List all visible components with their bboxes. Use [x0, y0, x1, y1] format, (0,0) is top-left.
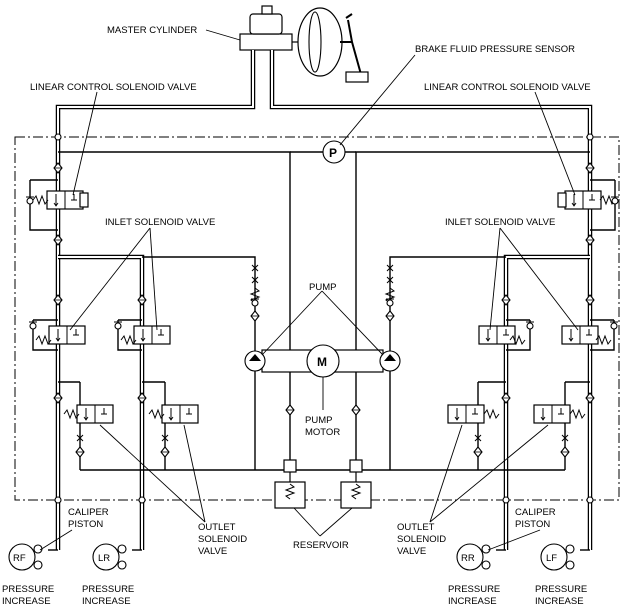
reservoir-left: [274, 459, 306, 509]
label-reservoir: RESERVOIR: [293, 540, 349, 551]
wheel-lf-label: LF: [546, 553, 557, 564]
master-cylinder: [239, 5, 369, 83]
inlet-valves: [28, 294, 619, 351]
pressure-sensor-icon: [322, 140, 346, 164]
module-boundary: [14, 136, 620, 501]
label-linear-valve-left: LINEAR CONTROL SOLENOID VALVE: [30, 82, 197, 93]
inlet-pipes: [58, 254, 590, 550]
label-caliper-left-2: PISTON: [68, 519, 103, 530]
label-pressure-2-b: INCREASE: [82, 596, 131, 607]
label-outlet-left-2: SOLENOID: [198, 534, 247, 545]
label-inlet-right: INLET SOLENOID VALVE: [445, 217, 555, 228]
pump-lines: [58, 256, 590, 471]
sensor-symbol: P: [329, 146, 337, 160]
reservoir-right: [340, 459, 372, 509]
label-outlet-left-1: OUTLET: [198, 522, 236, 533]
linear-valve-left-symbol: [25, 162, 89, 246]
motor-symbol: M: [317, 355, 327, 369]
label-caliper-left-1: CALIPER: [68, 507, 109, 518]
label-pressure-1-b: INCREASE: [2, 596, 51, 607]
label-pressure-1-a: PRESSURE: [2, 584, 54, 595]
label-outlet-right-3: VALVE: [397, 546, 426, 557]
label-master-cylinder: MASTER CYLINDER: [107, 25, 197, 36]
caliper-lf: [540, 543, 590, 571]
caliper-lr: [92, 543, 142, 571]
label-caliper-right-1: CALIPER: [515, 507, 556, 518]
label-linear-valve-right: LINEAR CONTROL SOLENOID VALVE: [424, 82, 591, 93]
label-pressure-sensor: BRAKE FLUID PRESSURE SENSOR: [415, 44, 575, 55]
label-inlet-left: INLET SOLENOID VALVE: [105, 217, 215, 228]
caliper-rf: [8, 543, 58, 571]
label-pressure-2-a: PRESSURE: [82, 584, 134, 595]
leader-lines: [39, 29, 579, 551]
label-pump-motor-1: PUMP: [305, 415, 332, 426]
label-pressure-3-a: PRESSURE: [448, 584, 500, 595]
linear-valve-right-symbol: [557, 162, 620, 246]
label-pressure-4-b: INCREASE: [535, 596, 584, 607]
label-outlet-left-3: VALVE: [198, 546, 227, 557]
label-pump: PUMP: [309, 282, 336, 293]
label-pressure-4-a: PRESSURE: [535, 584, 587, 595]
caliper-rr: [456, 543, 506, 571]
label-pump-motor-2: MOTOR: [305, 427, 340, 438]
label-outlet-right-2: SOLENOID: [397, 534, 446, 545]
junction-dots: [54, 133, 594, 504]
label-pressure-3-b: INCREASE: [448, 596, 497, 607]
label-outlet-right-1: OUTLET: [397, 522, 435, 533]
wheel-lr-label: LR: [98, 553, 110, 564]
label-caliper-right-2: PISTON: [515, 519, 550, 530]
wheel-rr-label: RR: [461, 553, 475, 564]
wheel-rf-label: RF: [13, 553, 26, 564]
